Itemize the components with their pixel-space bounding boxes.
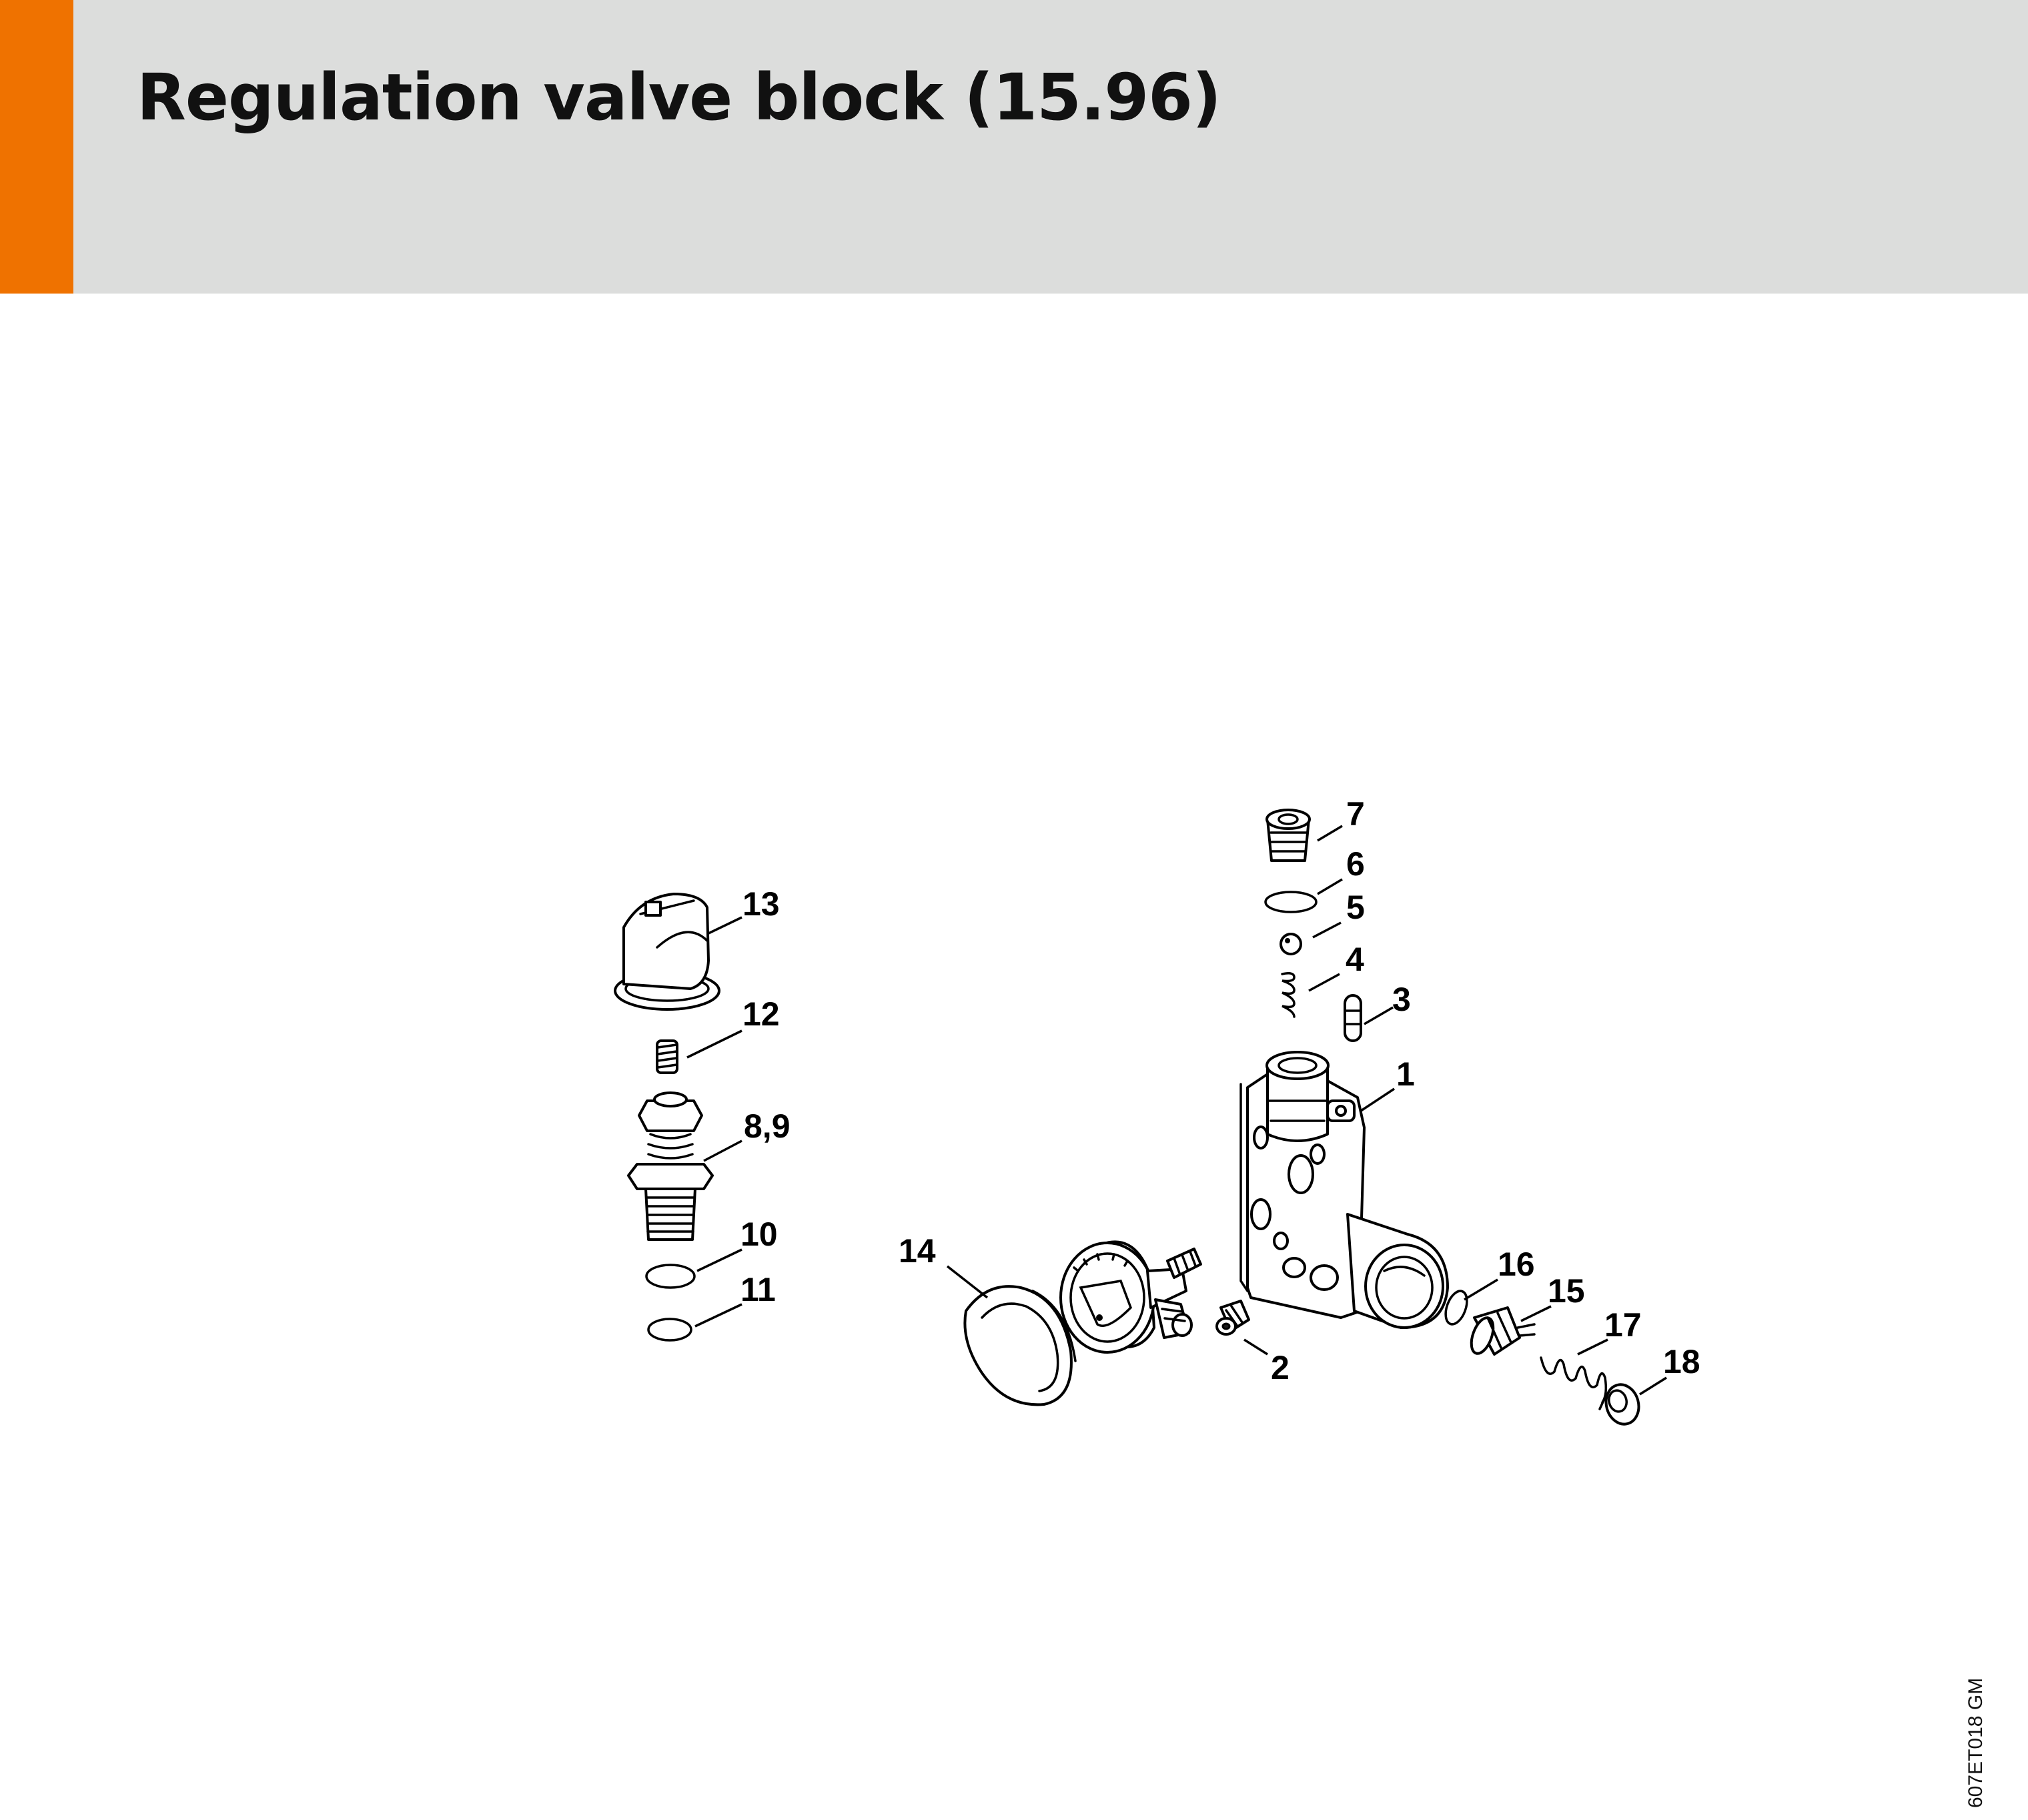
part-10-o-ring[interactable] [645, 1264, 696, 1289]
leader-lines [686, 825, 1667, 1396]
callout-10: 10 [740, 1216, 778, 1253]
part-12-spring[interactable] [656, 1039, 678, 1074]
callout-16: 16 [1498, 1246, 1535, 1283]
callout-14: 14 [899, 1232, 936, 1270]
part-17-spring[interactable] [1540, 1356, 1608, 1404]
part-1-valve-housing[interactable] [1239, 1051, 1449, 1329]
pressure-gauge[interactable] [1059, 1240, 1202, 1354]
part-18-end-cap[interactable] [1598, 1381, 1643, 1428]
callout-13: 13 [742, 885, 780, 923]
callout-4: 4 [1346, 941, 1364, 978]
callout-2: 2 [1271, 1349, 1290, 1386]
part-16-o-ring[interactable] [1442, 1288, 1471, 1327]
callout-11: 11 [740, 1271, 776, 1308]
part-4-spring[interactable] [1281, 972, 1296, 1018]
part-15-valve-piston[interactable] [1467, 1306, 1536, 1356]
page-title: Regulation valve block (15.96) [137, 60, 1221, 135]
part-2-nozzle[interactable] [1215, 1300, 1250, 1336]
callout-17: 17 [1604, 1306, 1642, 1344]
header-accent-bar [0, 0, 73, 294]
callout-18: 18 [1663, 1343, 1700, 1380]
callout-labels: 1 2 3 4 5 6 7 8,9 10 11 12 13 14 15 16 1… [740, 795, 1700, 1386]
part-11-o-ring[interactable] [647, 1318, 692, 1342]
callout-1: 1 [1396, 1055, 1415, 1093]
callout-6: 6 [1346, 845, 1365, 883]
part-13-knob-cap[interactable] [614, 893, 720, 1011]
part-5-ball[interactable] [1280, 933, 1302, 955]
part-8-9-valve-cartridge[interactable] [627, 1091, 714, 1241]
callout-3: 3 [1392, 981, 1411, 1018]
header-band [0, 0, 2028, 294]
callout-8-9: 8,9 [744, 1107, 791, 1145]
part-3-pin[interactable] [1344, 994, 1362, 1042]
callout-12: 12 [742, 995, 780, 1033]
callout-5: 5 [1346, 889, 1365, 926]
part-6-o-ring[interactable] [1264, 891, 1318, 913]
reference-code: 607ET018 GM [1965, 1677, 1987, 1808]
part-7-plug-screw[interactable] [1265, 809, 1311, 862]
part-14-bezel-ring[interactable] [963, 1285, 1077, 1406]
callout-7: 7 [1346, 795, 1365, 833]
callout-15: 15 [1548, 1272, 1585, 1310]
